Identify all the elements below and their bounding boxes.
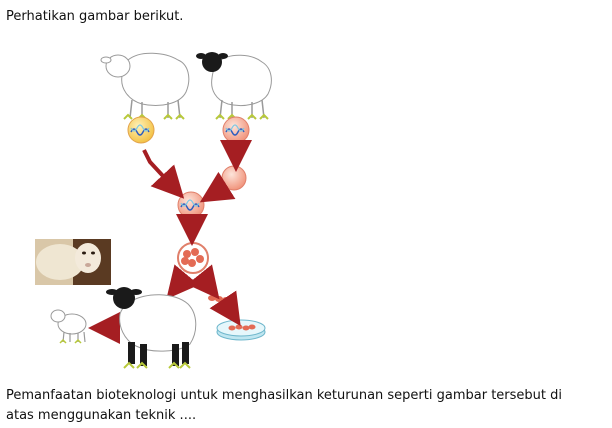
question-text: Pemanfaatan bioteknologi untuk menghasil… (6, 386, 606, 426)
arrow-embryo-to-cluster (187, 264, 220, 300)
clone-sheep-icon (106, 287, 197, 369)
arrow-cluster-to-dish (209, 290, 241, 326)
intro-text: Perhatikan gambar berikut. (6, 9, 184, 24)
question-line-1: Pemanfaatan bioteknologi untuk menghasil… (6, 388, 562, 403)
embryo-icon (177, 242, 209, 274)
petri-dish-icon (216, 319, 266, 341)
cell-cluster-icon (208, 295, 230, 303)
black-faced-sheep-icon (196, 52, 272, 120)
dolly-photo-icon (35, 239, 111, 285)
arrow-embryo-to-sheep (166, 264, 200, 300)
process-arrows (88, 140, 252, 344)
lamb-icon (50, 309, 87, 344)
egg-cell-icon (222, 116, 250, 144)
question-line-2: atas menggunakan teknik .... (6, 408, 197, 423)
donor-cell-icon (127, 116, 155, 144)
arrow-donor-to-fusion (142, 149, 185, 199)
white-sheep-icon (100, 52, 190, 120)
fused-cell-icon (177, 191, 205, 219)
arrow-enucleated-to-fusion (199, 171, 236, 203)
